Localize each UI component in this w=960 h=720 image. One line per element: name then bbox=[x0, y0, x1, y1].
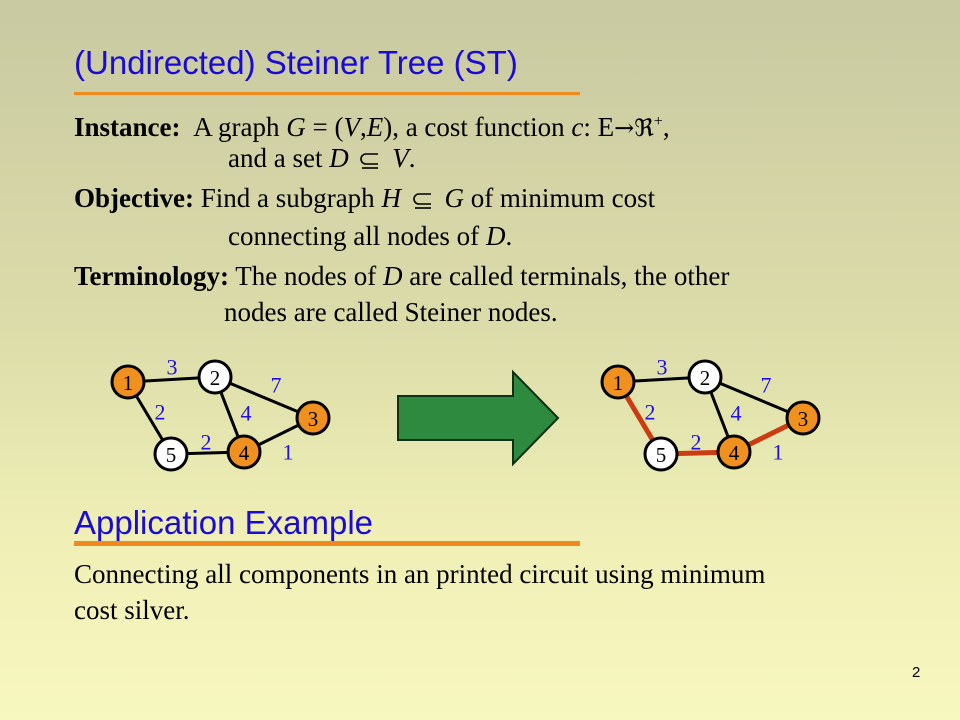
node-label-4-left: 4 bbox=[239, 441, 250, 465]
steiner-node-2-right bbox=[687, 359, 723, 395]
edge-cost-1-2-left: 3 bbox=[167, 355, 178, 380]
title-underline bbox=[74, 92, 580, 95]
edge-cost-1-5-left: 2 bbox=[155, 400, 166, 425]
objective-line-1: Objective: Find a subgraph H G of minimu… bbox=[74, 183, 656, 213]
instance-line-2: and a set D V. bbox=[228, 143, 416, 173]
edge-cost-1-2-right: 3 bbox=[657, 355, 668, 380]
node-label-5-left: 5 bbox=[166, 443, 177, 467]
application-text-line-2: cost silver. bbox=[74, 595, 190, 625]
subseteq-symbol bbox=[412, 193, 431, 209]
instance-line-1: Instance: A graph G = (V,E), a cost func… bbox=[74, 112, 670, 142]
terminology-label: Terminology: bbox=[74, 261, 229, 291]
edge-cost-4-3-left: 1 bbox=[283, 440, 294, 465]
transform-arrow-icon bbox=[397, 369, 560, 467]
edge-cost-5-4-right: 2 bbox=[691, 430, 702, 455]
node-label-5-right: 5 bbox=[656, 443, 667, 467]
terminal-node-4-left bbox=[226, 434, 262, 470]
application-heading: Application Example bbox=[74, 504, 373, 541]
terminal-node-4-right bbox=[716, 434, 752, 470]
node-label-1-right: 1 bbox=[613, 371, 624, 395]
edge-cost-1-5-right: 2 bbox=[645, 400, 656, 425]
node-label-2-right: 2 bbox=[700, 366, 711, 390]
terminology-line-1: Terminology: The nodes of D are called t… bbox=[74, 261, 730, 291]
application-underline bbox=[74, 541, 580, 546]
subseteq-symbol bbox=[360, 153, 379, 169]
node-label-3-left: 3 bbox=[308, 407, 319, 431]
node-label-2-left: 2 bbox=[210, 366, 221, 390]
edge-2-3-left bbox=[214, 375, 314, 420]
terminal-node-3-left bbox=[295, 400, 331, 436]
edge-2-3-right bbox=[704, 375, 804, 420]
edge-cost-2-3-left: 7 bbox=[271, 373, 282, 398]
node-label-3-right: 3 bbox=[798, 407, 809, 431]
edge-cost-2-4-right: 4 bbox=[731, 401, 742, 426]
edge-cost-2-3-right: 7 bbox=[761, 373, 772, 398]
terminal-node-1-left bbox=[110, 364, 146, 400]
page-number: 2 bbox=[912, 664, 921, 681]
edge-cost-4-3-right: 1 bbox=[773, 440, 784, 465]
steiner-node-5-right bbox=[643, 436, 679, 472]
edge-cost-5-4-left: 2 bbox=[201, 430, 212, 455]
arrow-symbol: → bbox=[614, 114, 635, 142]
node-label-1-left: 1 bbox=[123, 371, 134, 395]
objective-line-2: connecting all nodes of D. bbox=[228, 221, 513, 251]
application-text-line-1: Connecting all components in an printed … bbox=[74, 559, 766, 589]
instance-label: Instance: bbox=[74, 112, 181, 142]
objective-label: Objective: bbox=[74, 183, 194, 213]
node-label-4-right: 4 bbox=[729, 441, 740, 465]
terminal-node-1-right bbox=[600, 364, 636, 400]
steiner-node-5-left bbox=[153, 436, 189, 472]
terminal-node-3-right bbox=[785, 400, 821, 436]
edge-cost-2-4-left: 4 bbox=[241, 401, 252, 426]
steiner-node-2-left bbox=[197, 359, 233, 395]
slide-title: (Undirected) Steiner Tree (ST) bbox=[74, 44, 518, 81]
reals-symbol: ℜ bbox=[634, 114, 654, 142]
terminology-line-2: nodes are called Steiner nodes. bbox=[224, 297, 558, 327]
